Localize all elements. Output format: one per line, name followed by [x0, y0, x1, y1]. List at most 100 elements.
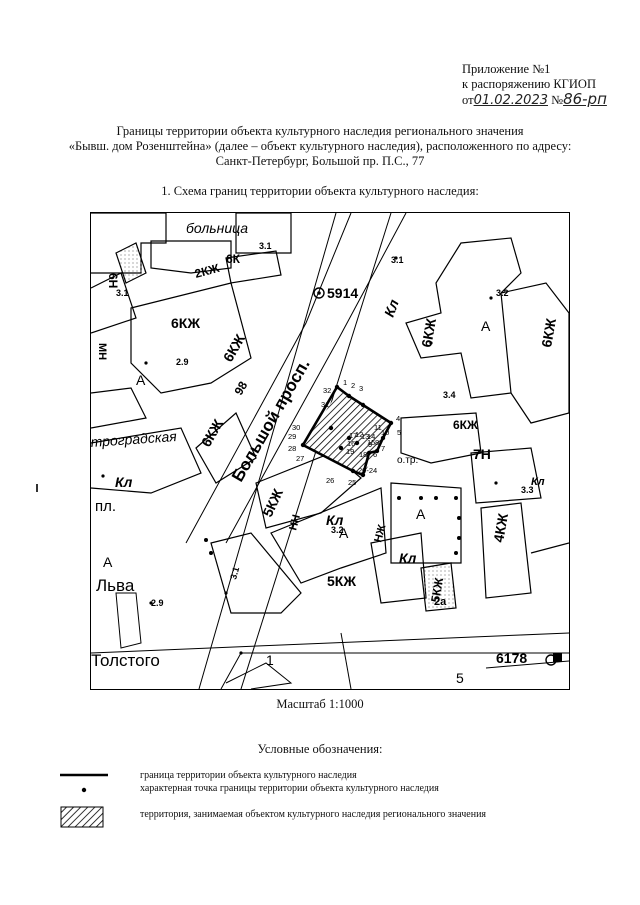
- title-line1: Границы территории объекта культурного н…: [116, 124, 524, 138]
- map-label: Кл: [115, 474, 133, 490]
- map-label: 11: [374, 423, 382, 432]
- map-label: 5: [456, 670, 464, 686]
- map-label: 26: [326, 476, 334, 485]
- map-label: 30: [292, 423, 300, 432]
- appendix-date-line: от01.02.2023 №86-рп: [462, 90, 607, 109]
- map-label: 6КЖ: [418, 317, 439, 349]
- map-label: 6КЖ: [220, 331, 249, 364]
- handwritten-date: 01.02.2023: [473, 93, 548, 108]
- map-label: МН: [96, 343, 108, 360]
- map-scale: Масштаб 1:1000: [276, 697, 364, 711]
- label-tolstogo: Толстого: [91, 651, 160, 670]
- map-label: 3.4: [443, 390, 456, 400]
- title-line3: Санкт-Петербург, Большой пр. П.С., 77: [215, 154, 425, 168]
- map-label: 3.2: [331, 525, 344, 535]
- map-label: 15: [367, 438, 375, 447]
- map-label: 7: [381, 444, 385, 453]
- appendix-block: Приложение №1 к распоряжению КГИОП от01.…: [462, 62, 607, 108]
- map-label: 32: [323, 386, 331, 395]
- map-label: 6КЖ: [453, 418, 478, 432]
- map-label: Кл: [531, 476, 545, 488]
- map-label: 5: [397, 428, 401, 437]
- label-petrogradskaya: троградская: [91, 428, 178, 450]
- date-prefix: от: [462, 93, 474, 107]
- point-symbol: [81, 787, 87, 793]
- map-label: о.тр.: [397, 455, 418, 466]
- point-number-labels: 1 2 3 4 5 6 7 8 9 10 11 12 13 14 15 16 1…: [288, 378, 401, 487]
- map-label: Кл: [326, 512, 344, 528]
- map-label: 5КЖ: [259, 486, 286, 519]
- label-pl: пл.: [95, 498, 116, 515]
- map-label: 16: [347, 439, 355, 448]
- map-label: 3.1: [391, 255, 404, 265]
- map-label: 27: [296, 454, 304, 463]
- map-label: 2а: [434, 596, 447, 608]
- map-label: 6КЖ: [198, 416, 227, 449]
- benchmark-markers: [313, 287, 562, 666]
- map-label: 25: [348, 478, 356, 487]
- map-label: 28: [288, 444, 296, 453]
- map-label: 10: [381, 428, 389, 437]
- label-bolnitsa: больница: [186, 220, 248, 236]
- map-label: 4КЖ: [490, 512, 511, 544]
- map-label: 2.9: [151, 598, 164, 608]
- map-label: 3.1: [116, 288, 129, 298]
- map-label: 18: [359, 450, 367, 459]
- appendix-line1: Приложение №1: [462, 62, 551, 76]
- map-label: НН: [287, 513, 303, 532]
- title-line2: «Бывш. дом Розенштейна» (далее – объект …: [68, 139, 572, 153]
- scan-mark: [36, 484, 38, 492]
- map-label: 98: [231, 379, 250, 398]
- map-label: 2.9: [176, 357, 189, 367]
- map-label: 9: [368, 440, 372, 449]
- boundary-points: [300, 384, 394, 478]
- map-label: Кл: [381, 297, 402, 319]
- map-label: 19: [346, 447, 354, 456]
- map-label: 5КЖ: [428, 576, 446, 603]
- map-label: НЖ: [372, 523, 388, 543]
- map-label: 6Н: [106, 273, 120, 288]
- elevation-labels: 3.1 3.1 2.9 3.1 3.2 3.4 3.2 3.3 2.9 3.1: [116, 241, 534, 608]
- number-prefix: №: [551, 93, 564, 107]
- map-label: 2: [351, 381, 355, 390]
- legend-title: Условные обозначения:: [257, 742, 383, 756]
- map-label: 29: [288, 432, 296, 441]
- right-buildings: [210, 237, 569, 614]
- map-svg: Большой просп. Льва Толстого пл. троград…: [91, 213, 569, 689]
- map-label: 6КЖ: [171, 315, 200, 331]
- map-label: Кл: [399, 550, 417, 566]
- map-label: А: [136, 372, 146, 388]
- map-label: А: [339, 525, 349, 541]
- map-label: 8: [375, 438, 379, 447]
- building-labels: 6КЖ 6КЖ 6КЖ 6КЖ 6КЖ 2КЖ 6Н 6К 5КЖ 5КЖ 4К…: [96, 252, 559, 686]
- map-label: 6178: [496, 650, 527, 666]
- map-label: 2КЖ: [193, 261, 221, 281]
- map-label: 20-24: [358, 466, 377, 475]
- left-buildings: [91, 213, 292, 494]
- map-label: 6КЖ: [538, 317, 559, 349]
- map-label: 31: [321, 400, 329, 409]
- map-label: А: [103, 554, 113, 570]
- document-title: Границы территории объекта культурного н…: [0, 124, 640, 169]
- boundary-line-symbol: [60, 773, 108, 777]
- appendix-line2: к распоряжению КГИОП: [462, 77, 596, 91]
- map-label: 12: [355, 430, 363, 439]
- map-label: 4: [396, 414, 400, 423]
- map-label: 13: [361, 432, 369, 441]
- section-heading: 1. Схема границ территории объекта культ…: [161, 184, 479, 198]
- map-label: А: [481, 318, 491, 334]
- map-label: 5914: [327, 285, 358, 301]
- handwritten-number: 86-рп: [563, 90, 607, 108]
- map-label: 6К: [226, 252, 241, 266]
- map-label: А: [416, 506, 426, 522]
- map-label: 6: [373, 450, 377, 459]
- map-label: 1: [343, 378, 347, 387]
- map-label: 1: [266, 652, 274, 668]
- map-label: 3: [359, 384, 363, 393]
- map-label: 3.1: [259, 241, 272, 251]
- map-label: 3.3: [521, 485, 534, 495]
- boundary-map: Большой просп. Льва Толстого пл. троград…: [90, 212, 570, 690]
- map-label: 3.1: [228, 566, 241, 581]
- map-label: 3.2: [496, 288, 509, 298]
- hatch-symbol: [60, 806, 104, 828]
